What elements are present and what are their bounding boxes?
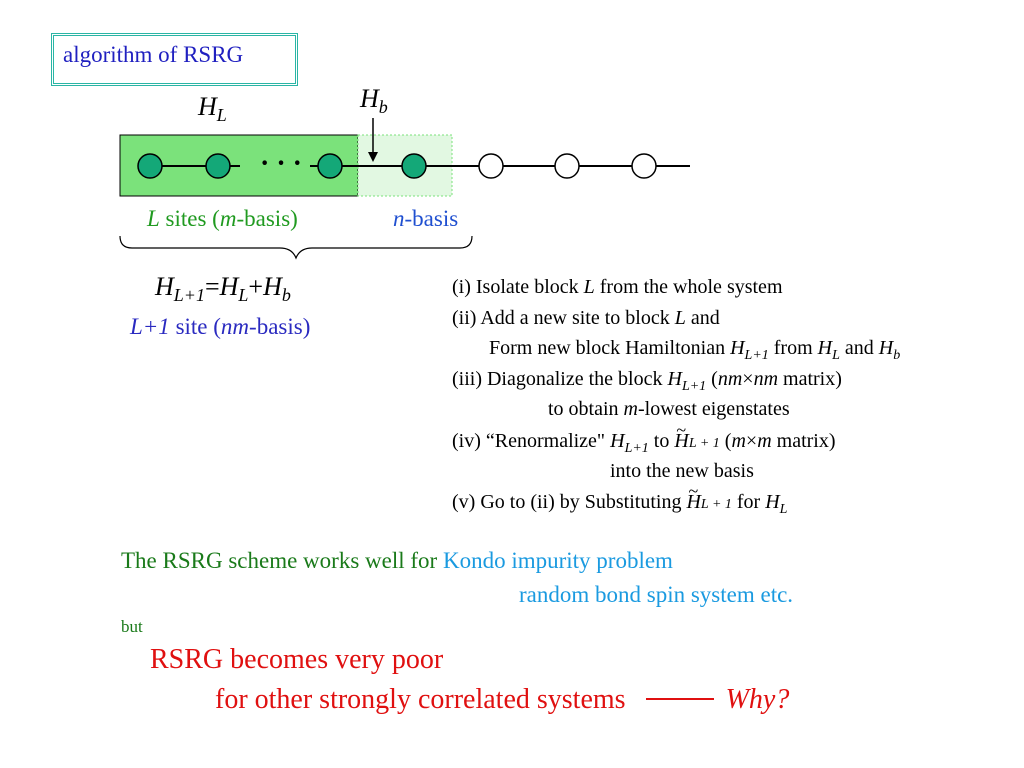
site-2: [205, 153, 231, 179]
step-5: (v) Go to (ii) by Substituting ~HL + 1 f…: [452, 481, 788, 517]
step-1: (i) Isolate block L from the whole syste…: [452, 276, 783, 298]
step-2: (ii) Add a new site to block L and: [452, 307, 720, 329]
step-4-detail: into the new basis: [610, 460, 754, 482]
l-plus-one-label: L+1 site (nm-basis): [130, 314, 311, 339]
site-empty-1: [478, 153, 504, 179]
step-3-detail: to obtain m-lowest eigenstates: [548, 398, 790, 420]
site-new: [401, 153, 427, 179]
but-text: but: [121, 617, 143, 636]
dash-line: [645, 697, 714, 700]
poor-text: RSRG becomes very poor: [150, 644, 444, 675]
n-basis-label: n-basis: [393, 206, 459, 231]
site-empty-2: [554, 153, 580, 179]
slide-title: algorithm of RSRG: [63, 42, 244, 67]
works-well-text: The RSRG scheme works well for Kondo imp…: [121, 548, 673, 573]
site-1: [137, 153, 163, 179]
kondo-text: Kondo impurity problem: [442, 548, 673, 573]
title-box: [51, 33, 298, 86]
h-tilde-symbol: ~HL + 1: [686, 481, 732, 513]
step-2-detail: Form new block Hamiltonian HL+1 from HL …: [489, 337, 901, 363]
h-l-label: HL: [198, 92, 227, 126]
h-b-label: Hb: [360, 84, 388, 118]
step-3: (iii) Diagonalize the block HL+1 (nm×nm …: [452, 368, 842, 394]
hb-arrow-head: [368, 152, 378, 162]
l-sites-label: L sites (m-basis): [147, 206, 298, 231]
random-bond-text: random bond spin system etc.: [519, 582, 794, 607]
site-l: [317, 153, 343, 179]
h-tilde-symbol: ~HL + 1: [674, 420, 720, 452]
brace: [119, 235, 473, 260]
site-empty-3: [631, 153, 657, 179]
step-4: (iv) “Renormalize" HL+1 to ~HL + 1 (m×m …: [452, 420, 836, 456]
block-equation: HL+1=HL+Hb: [155, 272, 291, 306]
chain-dots: · · ·: [260, 148, 302, 179]
